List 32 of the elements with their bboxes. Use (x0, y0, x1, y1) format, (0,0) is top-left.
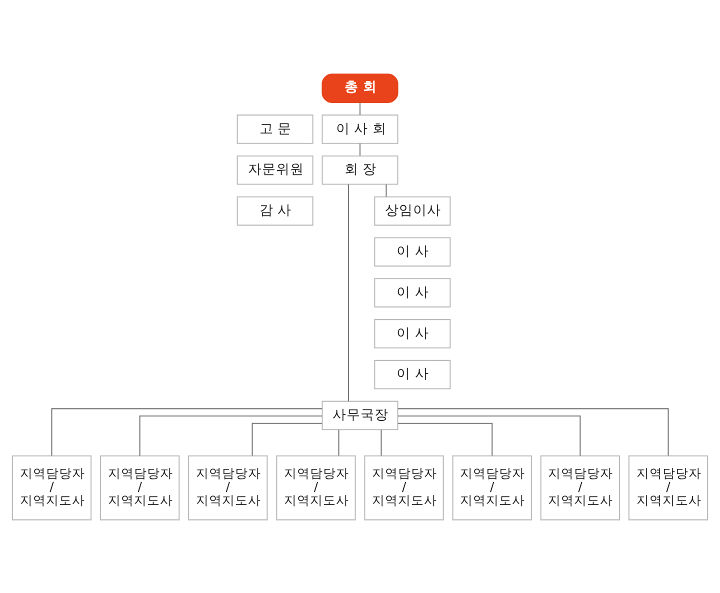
node-box: 이 사 (374, 318, 451, 348)
connector (398, 408, 669, 456)
node-box: 이 사 (374, 278, 451, 307)
node-box: 자문위원 (236, 154, 314, 184)
node-box: 지역담당자 / 지역지도사 (12, 454, 92, 520)
connector (348, 184, 349, 401)
connector (51, 408, 322, 456)
connector (380, 429, 382, 456)
connector (252, 422, 322, 456)
node-box: 감 사 (236, 196, 314, 226)
node-box: 지역담당자 / 지역지도사 (628, 454, 708, 520)
node-box: 지역담당자 / 지역지도사 (452, 454, 532, 520)
node-box: 지역담당자 / 지역지도사 (364, 454, 444, 520)
node-box: 지역담당자 / 지역지도사 (188, 454, 268, 520)
node-box: 고 문 (236, 114, 314, 144)
node-box: 지역담당자 / 지역지도사 (540, 454, 620, 520)
node-box: 이 사 (374, 359, 451, 389)
node-box: 상임이사 (374, 196, 451, 226)
connector (139, 414, 322, 456)
node-box: 이 사 (374, 236, 451, 266)
connector (338, 429, 340, 456)
connector (386, 184, 387, 196)
connector (398, 414, 581, 456)
connector (359, 102, 361, 114)
node-box: 지역담당자 / 지역지도사 (100, 454, 180, 520)
node-box: 이 사 회 (322, 114, 398, 144)
node-box: 지역담당자 / 지역지도사 (276, 454, 356, 520)
connector (398, 422, 493, 456)
node-box: 총 회 (322, 73, 398, 103)
node-box: 사무국장 (322, 400, 398, 430)
connector (359, 143, 361, 156)
node-box: 회 장 (322, 154, 398, 184)
